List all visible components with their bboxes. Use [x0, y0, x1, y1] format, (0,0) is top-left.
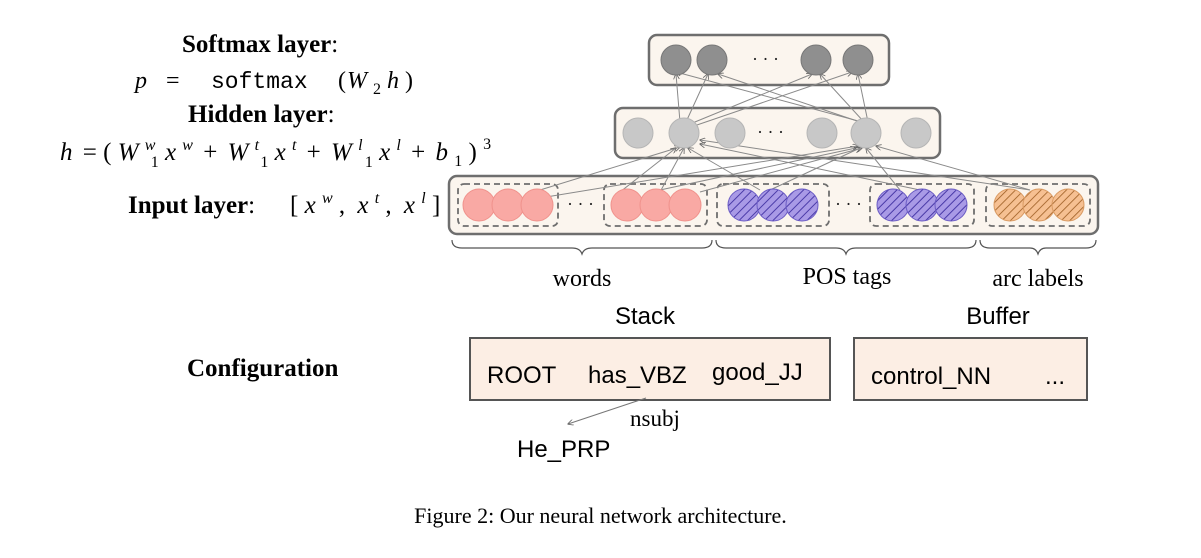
softmax-formula: p = softmax ( W 2 h )	[133, 68, 413, 100]
input-layer-label: Input layer: [ x w , x t , x l ]	[128, 182, 440, 219]
word-node	[610, 188, 644, 222]
softmax-ellipsis: · · ·	[752, 49, 779, 69]
hidden-formula: h = ( W w 1 x w + W t 1 x t + W l 1 x l …	[60, 129, 491, 173]
hidden-layer-label: Hidden layer:	[188, 101, 335, 128]
configuration-title: Configuration	[187, 355, 339, 382]
arc-label-nodes	[993, 188, 1085, 222]
pos-nodes	[727, 188, 968, 222]
stack-item-good-jj: good_JJ	[712, 359, 803, 386]
pos-node	[727, 188, 761, 222]
arc-label-node	[1051, 188, 1085, 222]
input-groups	[457, 183, 1091, 227]
buffer-label: Buffer	[966, 303, 1030, 330]
svg-text:p = softmax: p = softmax ( W 2 h )	[133, 68, 413, 100]
buffer-item-control-nn: control_NN	[871, 363, 991, 390]
figure-caption: Figure 2: Our neural network architectur…	[414, 503, 787, 528]
hidden-node	[850, 117, 882, 149]
hidden-node	[622, 117, 654, 149]
group-labels: words POS tags arc labels	[553, 264, 1084, 292]
pos-tags-label: POS tags	[803, 264, 892, 290]
word-node	[639, 188, 673, 222]
hidden-nodes	[622, 117, 932, 149]
softmax-layer-title: Softmax layer	[182, 31, 331, 58]
group-braces	[451, 239, 1097, 256]
hidden-layer-title: Hidden layer	[188, 101, 328, 128]
hidden-node	[668, 117, 700, 149]
svg-text:h = ( W w: h = ( W w 1 x w + W t 1 x t + W l 1 x l …	[60, 129, 491, 173]
buffer-item-ellipsis: ...	[1045, 363, 1065, 390]
svg-text:Hidden layer:: Hidden layer:	[188, 101, 335, 128]
word-node	[462, 188, 496, 222]
softmax-node	[660, 44, 692, 76]
connections	[539, 72, 1031, 199]
hidden-node	[900, 117, 932, 149]
pos-brace	[715, 239, 977, 256]
words-label: words	[553, 266, 612, 292]
pos-group-box-1	[716, 183, 830, 227]
stack-box	[469, 337, 831, 401]
nsubj-label: nsubj	[630, 406, 680, 431]
dependent-he-prp: He_PRP	[517, 436, 610, 463]
buffer-box	[853, 337, 1088, 401]
word-nodes	[462, 188, 702, 222]
svg-text:Softmax layer:: Softmax layer:	[182, 31, 338, 58]
softmax-nodes	[660, 44, 874, 76]
pos-group-box-2	[869, 183, 975, 227]
hidden-ellipsis: · · ·	[757, 122, 784, 142]
pos-node	[934, 188, 968, 222]
arc-brace	[979, 239, 1097, 256]
hidden-node	[806, 117, 838, 149]
stack-item-has-vbz: has_VBZ	[588, 362, 687, 389]
arc-group-box	[985, 183, 1091, 227]
nsubj-arc	[568, 397, 647, 424]
word-group-box-1	[457, 183, 559, 227]
pos-node	[876, 188, 910, 222]
svg-text:Input layer: [ x: Input layer: [ x w , x t , x l ]	[128, 182, 440, 219]
words-brace	[451, 239, 713, 256]
word-node	[520, 188, 554, 222]
pos-node	[756, 188, 790, 222]
arc-label-node	[993, 188, 1027, 222]
softmax-node	[842, 44, 874, 76]
stack-label: Stack	[615, 303, 676, 330]
pos-node	[905, 188, 939, 222]
softmax-node	[800, 44, 832, 76]
ellipsis-marks: · · · · · · · · · · · ·	[567, 49, 862, 214]
hidden-node	[714, 117, 746, 149]
softmax-layer-label: Softmax layer:	[182, 31, 338, 58]
stack-items: ROOT has_VBZ good_JJ	[487, 359, 803, 389]
word-node	[491, 188, 525, 222]
input-layer-title: Input layer	[128, 192, 248, 219]
buffer-items: control_NN ...	[871, 363, 1065, 390]
words-ellipsis: · · ·	[567, 194, 594, 214]
arc-labels-label: arc labels	[992, 266, 1083, 292]
word-node	[668, 188, 702, 222]
word-group-box-2	[603, 183, 708, 227]
softmax-node	[696, 44, 728, 76]
pos-ellipsis: · · ·	[835, 194, 862, 214]
stack-item-root: ROOT	[487, 362, 557, 389]
pos-node	[785, 188, 819, 222]
arc-label-node	[1022, 188, 1056, 222]
